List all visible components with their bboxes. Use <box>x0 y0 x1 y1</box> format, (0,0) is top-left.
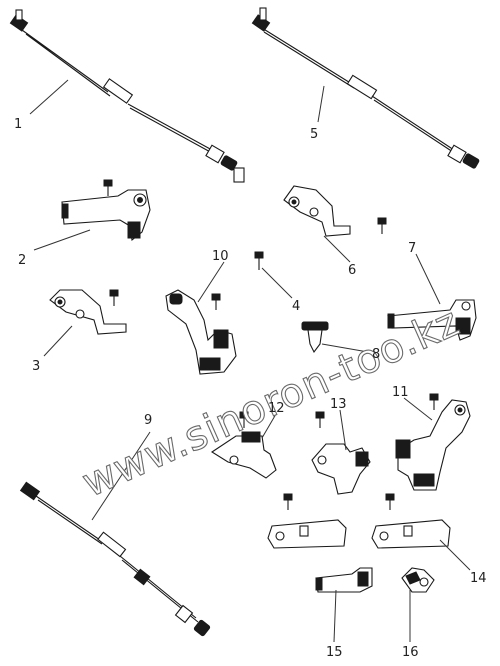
part-12-bracket <box>210 411 277 479</box>
callout-11: 11 <box>392 385 409 400</box>
part-13-bracket <box>311 411 371 495</box>
callout-6: 6 <box>348 263 356 278</box>
callout-4: 4 <box>292 299 300 314</box>
part-16-clip <box>401 567 435 593</box>
part-15-clip <box>315 567 373 593</box>
part-10-lever-bracket <box>165 289 237 375</box>
part-11-lever-bracket <box>395 393 471 491</box>
part-7-bracket <box>387 299 477 341</box>
callout-16: 16 <box>402 645 419 660</box>
part-2-bracket <box>61 179 151 242</box>
leader-lines <box>29 79 471 643</box>
part-5-shift-cable <box>251 7 480 169</box>
part-4-bolt <box>254 251 264 270</box>
callout-9: 9 <box>144 413 152 428</box>
part-3-bracket <box>49 289 127 335</box>
callout-10: 10 <box>212 249 229 264</box>
part-6-bracket <box>283 185 387 237</box>
callout-12: 12 <box>268 401 285 416</box>
callout-7: 7 <box>408 241 416 256</box>
part-8-bushing <box>301 321 329 354</box>
callout-3: 3 <box>32 359 40 374</box>
callout-13: 13 <box>330 397 347 412</box>
callout-8: 8 <box>372 347 380 362</box>
callout-1: 1 <box>14 117 22 132</box>
part-14-plates <box>267 493 451 549</box>
callout-14: 14 <box>470 571 487 586</box>
callout-2: 2 <box>18 253 26 268</box>
callout-labels: 1 2 3 4 5 6 7 8 9 10 11 12 13 14 15 16 <box>14 117 487 660</box>
callout-15: 15 <box>326 645 343 660</box>
part-1-shift-cable <box>9 9 245 183</box>
callout-5: 5 <box>310 127 318 142</box>
part-9-shift-cable <box>19 481 211 637</box>
